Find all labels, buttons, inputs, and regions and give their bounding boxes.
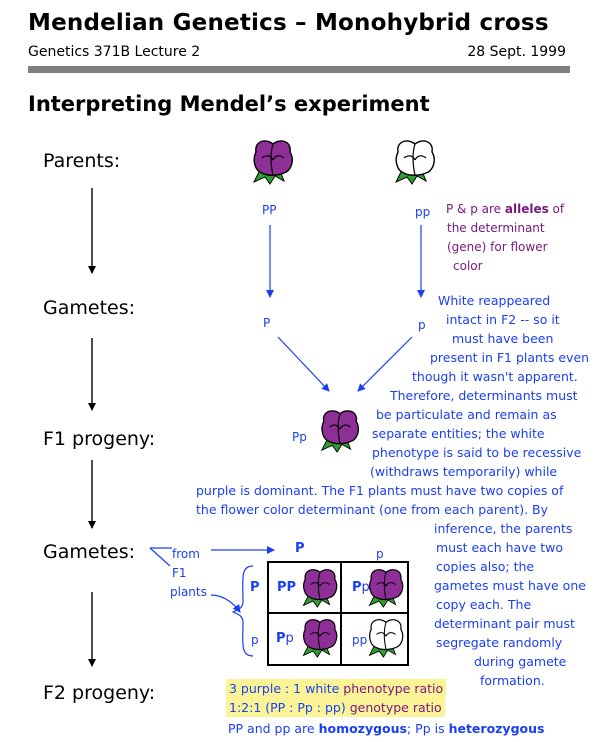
explanation-line: though it wasn't apparent. [412,369,578,384]
explanation-line: gametes must have one [434,578,586,593]
punnett-col-header: P [295,541,305,556]
purple-flower-icon [318,408,362,458]
explanation-line: the flower color determinant (one from e… [196,502,549,517]
header-rule [28,66,570,73]
dominant-allele: P [276,631,286,646]
explanation-line: inference, the parents [434,521,573,536]
from-f1-label: plants [170,585,207,599]
explanation-line: determinant pair must [434,616,575,631]
section-subtitle: Interpreting Mendel’s experiment [28,92,430,116]
punnett-grid [267,561,409,666]
from-f1-label: from [172,547,200,561]
explanation-line: be particulate and remain as [376,407,557,422]
f1-genotype: Pp [292,430,307,444]
punnett-row-header: P [250,580,260,595]
punnett-cell-genotype: Pp [276,631,294,646]
explanation-line: present in F1 plants even [430,350,590,365]
homozygous-term: homozygous [318,721,407,736]
dominant-allele: P [352,580,362,595]
lecture-date: 28 Sept. 1999 [467,44,566,60]
parent-white-genotype: pp [415,205,431,219]
punnett-col-header: p [376,547,384,561]
purple-flower-icon [300,566,340,614]
purple-flower-icon [366,566,406,614]
page-title: Mendelian Genetics – Monohybrid cross [28,10,549,36]
recessive-allele: p [285,631,294,646]
explanation-line: copies also; the [436,559,535,574]
arrow-plants-to-row [210,594,241,613]
white-flower-icon [366,616,406,664]
genotype-ratio: 1:2:1 (PP : Pp : pp) genotype ratio [226,698,445,717]
course-label: Genetics 371B Lecture 2 [28,44,201,60]
explanation-line: phenotype is said to be recessive [372,445,582,460]
row-brace [231,565,254,657]
explanation-line: Therefore, determinants must [390,388,578,403]
zygosity-note: PP and pp are homozygous; Pp is heterozy… [228,721,545,736]
gamete-purple: P [263,316,271,330]
bracket-from-f1 [149,547,172,567]
stage-gametes-1: Gametes: [43,297,136,319]
explanation-line: during gamete [474,654,567,669]
alleles-note: P & p are alleles of [446,202,565,216]
explanation-line: segregate randomly [436,635,563,650]
from-f1-label: F1 [172,566,187,580]
arrow-gamete-p-to-f1 [277,336,330,392]
alleles-note-line: the determinant [447,221,545,235]
alleles-note-line: (gene) for flower [447,240,548,254]
recessive-allele: p [361,580,370,595]
heterozygous-term: heterozygous [448,721,545,736]
explanation-line: must have been [452,331,554,346]
explanation-line: intact in F2 -- so it [446,312,560,327]
stage-gametes-2: Gametes: [43,541,136,563]
explanation-line: formation. [480,673,545,688]
punnett-cell-genotype: Pp [352,580,370,595]
alleles-term: alleles [504,202,549,216]
explanation-line: copy each. The [436,597,532,612]
alleles-note-line: color [453,259,483,273]
explanation-line: purple is dominant. The F1 plants must h… [196,483,564,498]
purple-flower-icon [250,138,296,190]
explanation-line: separate entities; the white [372,426,545,441]
gamete-white: p [418,318,426,332]
punnett-row-header: p [251,633,259,647]
punnett-cell-genotype: pp [352,633,368,647]
explanation-line: White reappeared [438,293,551,308]
stage-f1: F1 progeny: [43,428,156,450]
parent-purple-genotype: PP [262,203,277,217]
purple-flower-icon [300,616,340,664]
arrow-gamete-w-to-f1 [357,336,413,392]
punnett-cell-genotype: PP [277,580,297,595]
explanation-line: (withdraws temporarily) while [370,464,558,479]
explanation-line: must each have two [436,540,564,555]
phenotype-ratio: 3 purple : 1 white phenotype ratio [226,679,447,698]
stage-f2: F2 progeny: [43,682,156,704]
white-flower-icon [392,138,438,190]
stage-parents: Parents: [43,150,121,172]
